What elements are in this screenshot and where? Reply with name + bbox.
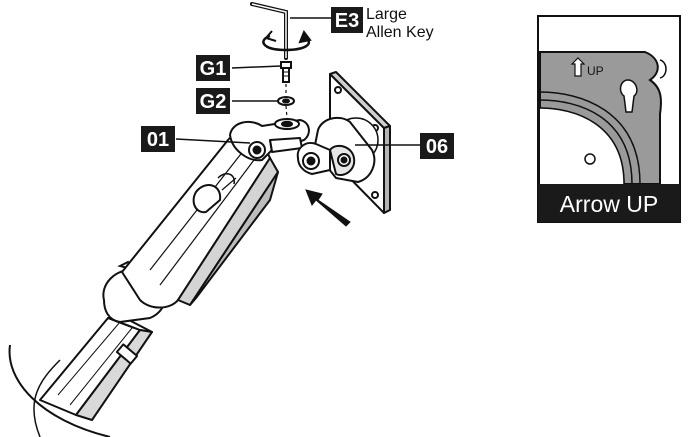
callout-e3: E3 bbox=[331, 7, 363, 33]
detail-inset: UP Arrow UP bbox=[537, 15, 681, 223]
callout-06: 06 bbox=[420, 133, 454, 159]
svg-text:E3: E3 bbox=[335, 10, 359, 32]
callout-g1: G1 bbox=[196, 55, 230, 81]
callout-01: 01 bbox=[141, 126, 175, 152]
upper-arm bbox=[121, 131, 279, 309]
leader-lines bbox=[175, 17, 420, 146]
svg-text:G2: G2 bbox=[200, 91, 227, 113]
allen-key-label-line1: Large bbox=[366, 6, 407, 23]
up-arrow-icon bbox=[570, 57, 586, 77]
allen-key-label-line2: Allen Key bbox=[366, 24, 434, 41]
svg-text:G1: G1 bbox=[200, 58, 227, 80]
keyhole-slot-icon bbox=[619, 79, 638, 113]
rotation-arrow-icon bbox=[262, 34, 311, 52]
inset-up-mark: UP bbox=[587, 64, 604, 78]
tilt-head-joint bbox=[229, 118, 310, 162]
quick-release-bracket bbox=[296, 116, 376, 183]
callout-g2: G2 bbox=[196, 88, 230, 114]
inset-caption: Arrow UP bbox=[560, 191, 658, 217]
pole-base bbox=[8, 344, 111, 437]
svg-text:01: 01 bbox=[147, 129, 169, 151]
allen-key-assembly bbox=[250, 2, 312, 119]
screw-g1 bbox=[280, 61, 292, 83]
washer-g2 bbox=[277, 96, 295, 106]
insert-direction-arrow-icon bbox=[305, 189, 351, 227]
svg-text:06: 06 bbox=[426, 136, 448, 158]
lower-arm bbox=[39, 317, 153, 421]
